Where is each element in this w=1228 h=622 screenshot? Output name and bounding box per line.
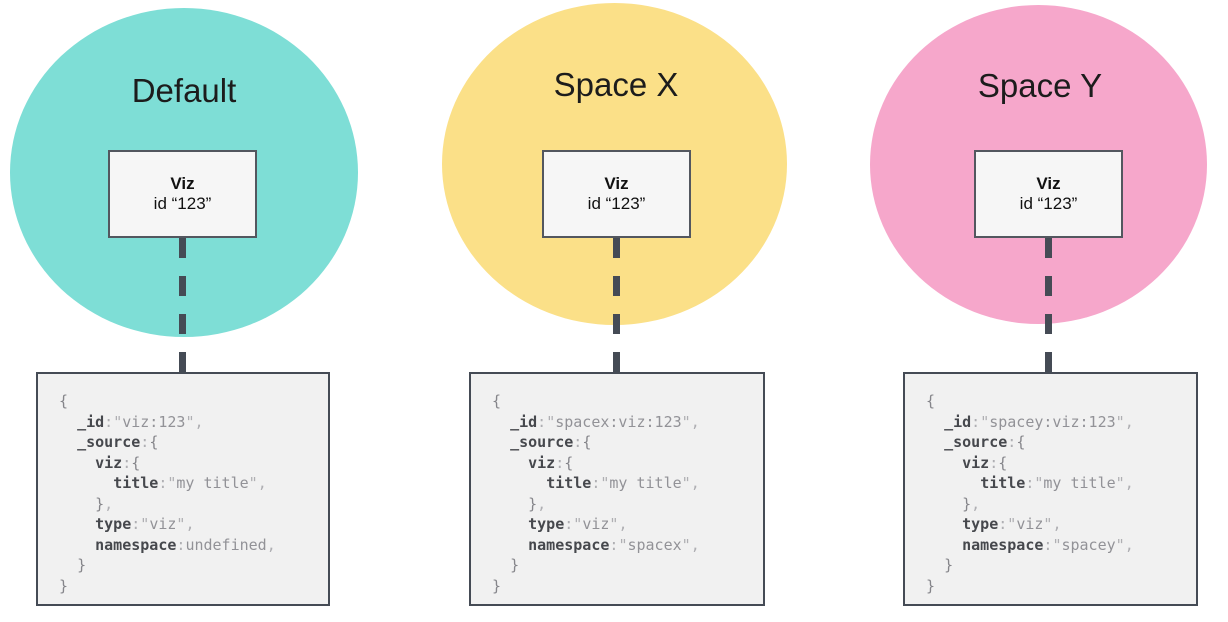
code-line: _source:{ bbox=[944, 433, 1026, 451]
code-line: } bbox=[77, 556, 87, 574]
document-code-block-default: { _id:"viz:123", _source:{ viz:{ title:"… bbox=[36, 372, 330, 606]
code-line: viz:{ bbox=[95, 453, 141, 472]
code-line: _id:"spacey:viz:123", bbox=[944, 412, 1134, 431]
code-line: } bbox=[510, 556, 520, 574]
code-line: viz:{ bbox=[962, 453, 1008, 472]
code-line: title:"my title", bbox=[980, 474, 1134, 492]
viz-node-spacey: Viz id “123” bbox=[974, 150, 1123, 238]
viz-node-spacex: Viz id “123” bbox=[542, 150, 691, 238]
code-line: }, bbox=[528, 494, 547, 513]
code-line: } bbox=[59, 576, 69, 595]
viz-node-id: id “123” bbox=[153, 194, 212, 213]
code-line: { bbox=[59, 392, 69, 410]
space-label-default: Default bbox=[131, 72, 237, 109]
viz-node-id: id “123” bbox=[1019, 194, 1078, 213]
code-line: _source:{ bbox=[77, 433, 159, 451]
code-line: } bbox=[492, 576, 502, 595]
space-label-spacey: Space Y bbox=[977, 67, 1103, 104]
viz-node-title: Viz bbox=[1036, 174, 1061, 193]
code-line: }, bbox=[962, 494, 981, 513]
code-line: } bbox=[926, 576, 936, 595]
code-line: type:"viz", bbox=[528, 515, 628, 533]
code-line: namespace:"spacex", bbox=[528, 535, 700, 554]
code-line: viz:{ bbox=[528, 453, 574, 472]
code-line: title:"my title", bbox=[546, 474, 700, 492]
dashed-connector-spacey bbox=[1045, 238, 1052, 372]
code-line: }, bbox=[95, 494, 114, 513]
document-code-block-spacey: { _id:"spacey:viz:123", _source:{ viz:{ … bbox=[903, 372, 1198, 606]
viz-node-title: Viz bbox=[604, 174, 629, 193]
code-line: } bbox=[944, 556, 954, 574]
code-line: namespace:"spacey", bbox=[962, 535, 1134, 554]
space-label-spacex: Space X bbox=[553, 66, 679, 103]
code-line: _id:"spacex:viz:123", bbox=[510, 412, 700, 431]
code-line: type:"viz", bbox=[95, 515, 195, 533]
viz-node-default: Viz id “123” bbox=[108, 150, 257, 238]
dashed-connector-spacex bbox=[613, 238, 620, 372]
code-line: { bbox=[492, 392, 502, 410]
code-line: { bbox=[926, 392, 936, 410]
document-code-block-spacex: { _id:"spacex:viz:123", _source:{ viz:{ … bbox=[469, 372, 765, 606]
code-line: _id:"viz:123", bbox=[77, 412, 204, 431]
viz-node-id: id “123” bbox=[587, 194, 646, 213]
code-line: title:"my title", bbox=[113, 474, 267, 492]
code-line: type:"viz", bbox=[962, 515, 1062, 533]
code-line: _source:{ bbox=[510, 433, 592, 451]
code-line: namespace:undefined, bbox=[95, 535, 276, 554]
dashed-connector-default bbox=[179, 238, 186, 372]
viz-node-title: Viz bbox=[170, 174, 195, 193]
